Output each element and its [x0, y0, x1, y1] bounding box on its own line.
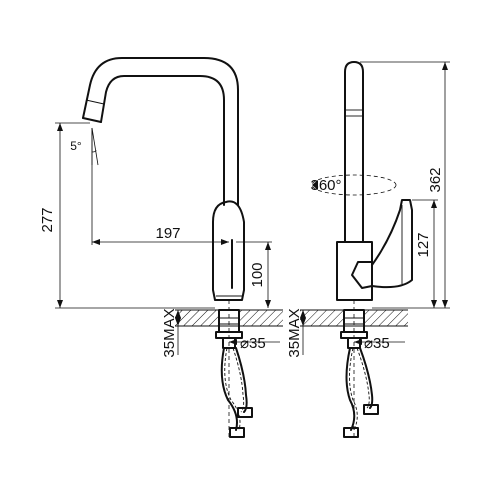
dim-total-height: 362 [427, 167, 444, 192]
dim-max-thickness-right: 35MAX [286, 308, 303, 357]
side-hose-nut-left [343, 427, 359, 438]
dim-handle-height-front: 100 [249, 262, 266, 287]
front-hose-left [220, 347, 238, 431]
side-lever [371, 199, 413, 289]
front-view [82, 57, 253, 440]
dim-hole-diameter-left: ⌀35 [240, 335, 266, 352]
front-hose-left-inner [224, 347, 241, 431]
dim-handle-height-side: 127 [415, 232, 432, 257]
dim-max-thickness-left: 35MAX [161, 308, 178, 357]
side-body [336, 241, 373, 301]
countertop-hatch-right [300, 310, 344, 326]
side-view: 360° [310, 61, 413, 440]
rotation-ellipse [311, 174, 397, 196]
front-body [212, 200, 245, 301]
dim-spout-reach: 197 [155, 225, 180, 242]
side-hose-nut-right [363, 404, 379, 415]
front-hose-nut-right [237, 407, 253, 418]
countertop-hatch-left [175, 310, 219, 326]
dim-hole-diameter-right: ⌀35 [364, 335, 390, 352]
front-hose-nut-left [229, 427, 245, 438]
dim-rotation: 360° [310, 177, 341, 194]
side-hose-right-inner [356, 347, 370, 409]
countertop-hatch-left [239, 310, 283, 326]
side-hose-left-inner [349, 347, 358, 431]
front-dimensions: 277 197 5° 100 35MAX ⌀35 [39, 122, 283, 358]
front-spout-outer [82, 57, 239, 206]
side-spout [344, 61, 364, 243]
dim-spout-height: 277 [39, 207, 56, 232]
side-handle [351, 261, 373, 289]
front-aerator-band [85, 99, 105, 105]
countertop-hatch-right [364, 310, 408, 326]
front-spout-tip [82, 117, 102, 123]
side-dimensions: 362 127 35MAX ⌀35 [286, 61, 450, 358]
front-spout-inner [100, 75, 225, 206]
side-hose-left [345, 347, 356, 431]
dim-spout-angle: 5° [70, 139, 82, 153]
